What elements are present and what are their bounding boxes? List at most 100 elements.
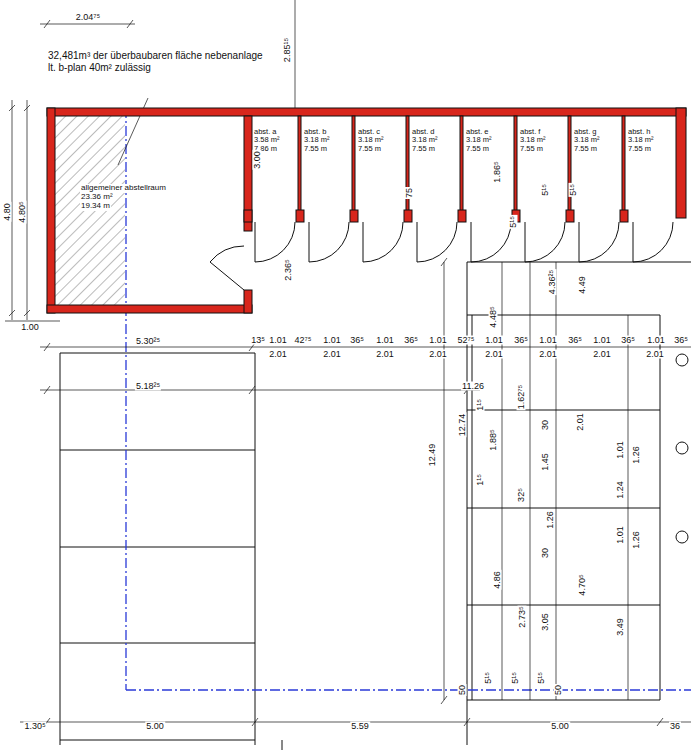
doors xyxy=(417,222,457,262)
walls xyxy=(352,116,355,212)
dimension-label: 1.01 xyxy=(616,440,625,460)
dimension-lines xyxy=(40,390,480,391)
dimension-lines xyxy=(657,718,663,726)
doors xyxy=(255,222,256,262)
room-label: 7.55 m xyxy=(627,145,652,153)
doors xyxy=(633,222,634,262)
room-label: 19.34 m xyxy=(80,202,111,211)
dimension-label: 30 xyxy=(541,547,550,559)
walls xyxy=(566,210,574,222)
room-label: 3.18 m² xyxy=(627,136,654,144)
room-label-box: abst. e3.18 m²7.55 m xyxy=(465,128,513,153)
dimension-label: 50 xyxy=(554,684,563,696)
dimension-label: 36⁵ xyxy=(673,336,689,345)
doors xyxy=(525,222,565,262)
doors xyxy=(417,222,418,262)
doors xyxy=(309,222,310,262)
dimension-label: 1¹⁵ xyxy=(476,398,485,412)
dimension-label: 2.01 xyxy=(268,350,288,359)
walls xyxy=(620,210,628,222)
parking-lines xyxy=(60,353,255,354)
dimension-label: 4.80 xyxy=(2,202,11,222)
room-label-box: abst. c3.18 m²7.55 m xyxy=(357,128,405,153)
marker-circles xyxy=(676,354,688,366)
walls xyxy=(47,108,686,116)
room-label-box: abst. f3.18 m²7.55 m xyxy=(519,128,567,153)
dimension-label: 36⁵ xyxy=(513,336,529,345)
parking-lines xyxy=(472,315,473,700)
dimension-lines xyxy=(556,262,557,700)
dimension-label: 30 xyxy=(541,419,550,431)
dimension-label: 4.36²⁵ xyxy=(548,269,557,295)
room-label: 3.18 m² xyxy=(357,136,384,144)
dimension-lines xyxy=(628,315,629,700)
room-label: 3.18 m² xyxy=(573,136,600,144)
room-label: abst. a xyxy=(253,128,278,136)
dimension-label: 12.49 xyxy=(428,443,437,468)
dimension-label: 1.01 xyxy=(646,336,666,345)
room-label-box: allgemeiner abstellraum23.36 m²19.34 m xyxy=(80,184,200,211)
dimension-lines xyxy=(44,343,50,351)
dimension-label: 3.49 xyxy=(616,617,625,637)
walls xyxy=(47,108,55,313)
dimension-label: 2.01 xyxy=(428,350,448,359)
room-label-box: abst. h3.18 m²7.55 m xyxy=(627,128,675,153)
dimension-label: 1.24 xyxy=(616,480,625,500)
walls xyxy=(244,290,252,313)
doors xyxy=(255,222,295,262)
dimension-lines xyxy=(295,0,296,108)
dimension-label: 1.26 xyxy=(632,445,641,465)
dimension-label: 75 xyxy=(405,187,414,199)
walls xyxy=(47,108,686,313)
dimension-lines xyxy=(441,258,447,266)
walls xyxy=(568,116,571,212)
dimension-label: 50 xyxy=(458,684,467,696)
dimension-label: 32⁵ xyxy=(517,487,526,503)
dimension-lines xyxy=(40,24,135,25)
dimension-label: 2.85¹⁵ xyxy=(283,37,292,63)
dimension-lines xyxy=(5,321,60,322)
parking-lines xyxy=(467,700,660,701)
dimension-label: 36 xyxy=(669,722,681,731)
note-label: 32,481m³ der überbaubaren fläche nebenan… xyxy=(47,50,264,73)
dimension-label: 5¹⁵ xyxy=(509,215,518,229)
dimension-label: 11.26 xyxy=(461,382,485,391)
room-label: 7.55 m xyxy=(357,145,382,153)
dimension-label: 5.30²⁵ xyxy=(135,337,161,346)
dimension-label: 1.01 xyxy=(538,336,558,345)
dimension-label: 2.36⁵ xyxy=(284,258,293,281)
walls xyxy=(460,116,463,212)
dimension-label: 5¹⁵ xyxy=(511,671,520,685)
dimension-label: 3.00 xyxy=(253,150,262,170)
dimension-label: 5¹⁵ xyxy=(537,671,546,685)
dimension-label: 1.86⁵ xyxy=(493,160,502,183)
dimension-lines xyxy=(252,718,258,726)
room-label: 23.36 m² xyxy=(80,193,114,202)
parking-lines xyxy=(467,262,468,745)
dimension-lines xyxy=(9,310,15,316)
walls xyxy=(458,210,466,222)
building-line xyxy=(125,108,126,690)
dimension-label: 5¹⁵ xyxy=(569,183,578,197)
dimension-label: 2.01 xyxy=(576,412,585,432)
dimension-label: 5¹⁵ xyxy=(484,671,493,685)
room-label: abst. g xyxy=(573,128,598,136)
doors xyxy=(210,222,673,290)
room-label: 3.18 m² xyxy=(519,136,546,144)
room-label: 7.55 m xyxy=(303,145,328,153)
dimension-label: 4.49 xyxy=(578,275,587,295)
walls xyxy=(244,116,252,231)
dimension-label: 5.18²⁵ xyxy=(135,382,161,391)
doors xyxy=(309,222,349,262)
room-label: 7.55 m xyxy=(573,145,598,153)
dimension-label: 1.26 xyxy=(546,510,555,530)
doors xyxy=(363,222,364,262)
dimension-label: 1.01 xyxy=(592,336,612,345)
room-label: abst. d xyxy=(411,128,436,136)
dimension-label: 4.86 xyxy=(493,570,502,590)
room-label: abst. h xyxy=(627,128,652,136)
dimension-label: 4.70⁵ xyxy=(578,573,587,596)
dimension-label: 36⁵ xyxy=(567,336,583,345)
room-label: allgemeiner abstellraum xyxy=(80,184,167,193)
